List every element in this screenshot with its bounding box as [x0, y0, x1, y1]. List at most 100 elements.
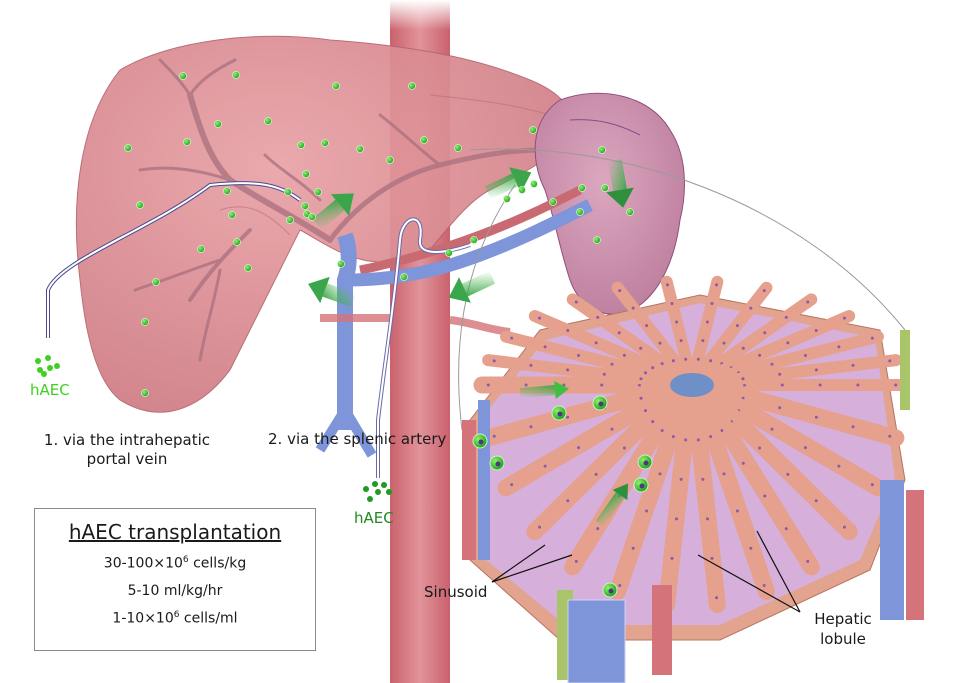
- hepatocyte-nucleus: [565, 367, 571, 373]
- haec-cell: [179, 72, 187, 80]
- hepatocyte-nucleus: [802, 445, 808, 451]
- hepatocyte-nucleus: [813, 367, 819, 373]
- hepatocyte-nucleus: [593, 471, 599, 477]
- hepatocyte-nucleus: [670, 358, 676, 364]
- hepatocyte-nucleus: [850, 362, 856, 368]
- hepatocyte-nucleus: [528, 362, 534, 368]
- hepatocyte-nucleus: [805, 558, 811, 564]
- hepatocyte-nucleus: [669, 555, 675, 561]
- conc-prefix: 1-10×10: [112, 610, 174, 627]
- haec-label-center: hAEC: [354, 509, 394, 527]
- haec-cell: [518, 186, 526, 194]
- hepatocyte-nucleus: [813, 414, 819, 420]
- hepatocyte-nucleus: [734, 323, 740, 329]
- dose-prefix: 30-100×10: [103, 555, 183, 572]
- hepatocyte-cord: [526, 385, 683, 541]
- flow-arrow: [606, 159, 634, 208]
- hepatocyte-nucleus: [761, 288, 767, 294]
- hepatocyte-nucleus: [565, 498, 571, 504]
- catheter-portal: [46, 181, 302, 338]
- hepatocyte-nucleus: [777, 405, 783, 411]
- haec-cell: [337, 260, 345, 268]
- hepatocyte-nucleus: [650, 365, 656, 371]
- haec-cell: [529, 126, 537, 134]
- hepatocyte-cord: [699, 293, 818, 380]
- haec-cell: [400, 273, 408, 281]
- haec-cell: [136, 201, 144, 209]
- hepatocyte-nucleus: [509, 482, 515, 488]
- hepatocyte-nucleus: [657, 340, 663, 346]
- hepatocyte-nucleus: [523, 382, 529, 388]
- hepatocyte-cord: [528, 310, 681, 382]
- hepatocyte-cord: [611, 281, 690, 378]
- hepatocyte-nucleus: [573, 299, 579, 305]
- catheter-splenic: [376, 217, 471, 478]
- dose-exponent: 6: [182, 555, 189, 565]
- spleen: [534, 92, 685, 315]
- info-box-title: hAEC transplantation: [68, 520, 282, 544]
- flow-arrows: [308, 159, 634, 307]
- hepatocyte-nucleus: [659, 427, 665, 433]
- hepatocyte-nucleus: [542, 344, 548, 350]
- hepatocyte-nucleus: [748, 305, 754, 311]
- haec-cell: [470, 236, 478, 244]
- hepatocyte-cord: [500, 330, 677, 385]
- conc-suffix: cells/ml: [179, 610, 238, 627]
- haec-cell: [286, 216, 294, 224]
- hepatocyte-cord: [609, 389, 692, 601]
- hepatocyte-nucleus: [576, 353, 582, 359]
- haec-cell-nucleus: [598, 401, 604, 407]
- haec-cell: [601, 184, 609, 192]
- hepatocyte-nucleus: [669, 300, 675, 306]
- hepatocyte-nucleus: [855, 382, 861, 388]
- rate-row: 5-10 ml/kg/hr: [127, 582, 223, 599]
- hepatocyte-nucleus: [802, 353, 808, 359]
- hepatocyte-nucleus: [761, 582, 767, 588]
- hepatocyte-nucleus: [709, 555, 715, 561]
- hepatocyte-nucleus: [841, 315, 847, 321]
- hepatocyte-nucleus: [708, 434, 714, 440]
- haec-cell-nucleus: [643, 460, 649, 466]
- flow-arrow: [308, 276, 356, 307]
- hepatocyte-nucleus: [674, 319, 680, 325]
- hepatocyte-nucleus: [644, 508, 650, 514]
- dose-row: 30-100×106 cells/kg: [35, 555, 315, 572]
- flow-arrow: [519, 381, 569, 399]
- hepatocyte-cord: [706, 379, 905, 447]
- hepatocyte-nucleus: [576, 445, 582, 451]
- haec-cell: [228, 211, 236, 219]
- hepatocyte-nucleus: [740, 345, 746, 351]
- hepatocyte-nucleus: [565, 328, 571, 334]
- hepatocyte-cord: [692, 389, 775, 601]
- haec-cell: [264, 117, 272, 125]
- hepatocyte-nucleus: [850, 424, 856, 430]
- hepatocyte-cord: [703, 310, 856, 382]
- haec-cell: [308, 213, 316, 221]
- flow-arrow: [312, 193, 354, 230]
- flow-arrow: [484, 167, 532, 200]
- haec-cell: [302, 170, 310, 178]
- haec-cell: [124, 144, 132, 152]
- haec-cells-in-lobule: [472, 395, 653, 598]
- hepatocyte-nucleus: [757, 445, 763, 451]
- haec-cell: [141, 389, 149, 397]
- hepatocyte-nucleus: [650, 419, 656, 425]
- hepatocyte-cord: [658, 390, 698, 613]
- hepatocyte-nucleus: [748, 545, 754, 551]
- haec-cell: [183, 138, 191, 146]
- hepatocyte-nucleus: [779, 382, 785, 388]
- hepatocyte-nucleus: [678, 338, 684, 344]
- hepatocyte-nucleus: [638, 345, 644, 351]
- sinusoid-label: Sinusoid: [424, 583, 488, 601]
- hepatocyte-nucleus: [599, 382, 605, 388]
- hepatocyte-nucleus: [813, 328, 819, 334]
- hepatocyte-nucleus: [678, 476, 684, 482]
- hepatocyte-nucleus: [769, 361, 775, 367]
- haec-cell-nucleus: [608, 588, 614, 594]
- hepatocyte-nucleus: [638, 395, 644, 401]
- hepatocyte-cord: [707, 330, 884, 385]
- hepatocyte-nucleus: [542, 463, 548, 469]
- haec-cell: [284, 188, 292, 196]
- haec-cell: [576, 208, 584, 216]
- hepatocyte-nucleus: [601, 371, 607, 377]
